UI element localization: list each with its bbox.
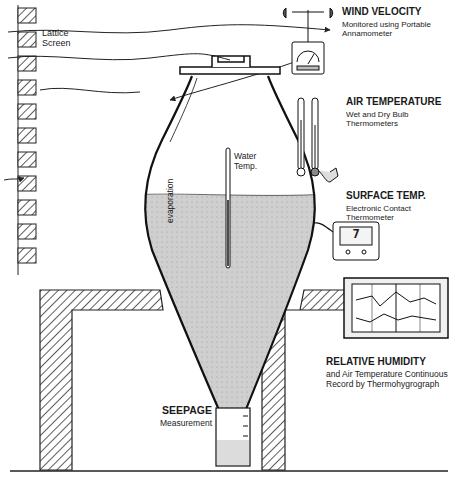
display-digit: 7: [340, 228, 372, 242]
instrument-heading: RELATIVE HUMIDITY: [326, 356, 454, 368]
lattice-block: [18, 128, 36, 143]
instrument-note: Monitored using Portable Annamometer: [342, 20, 454, 38]
lattice-block: [18, 200, 36, 215]
seepage-heading: SEEPAGE: [140, 404, 212, 416]
lattice-block: [18, 104, 36, 119]
wet-dry-thermometers: [297, 98, 338, 182]
seepage-note: Measurement: [140, 419, 212, 429]
lattice-block: [18, 152, 36, 167]
water-temp-label: Water Temp.: [234, 152, 274, 172]
instrument-note: and Air Temperature Continuous Record by…: [326, 370, 454, 390]
lattice-block: [18, 8, 36, 23]
thermohygrograph: [344, 278, 448, 338]
instrument-heading: WIND VELOCITY: [342, 6, 454, 18]
lattice-block: [18, 248, 36, 263]
screen-label: Lattice Screen: [42, 28, 86, 49]
contact-thermometer: [315, 222, 379, 260]
lattice-block: [18, 224, 36, 239]
evaporation-label: evaporation: [166, 164, 176, 238]
lattice-block: [18, 56, 36, 71]
instrument-note: Electronic Contact Thermometer: [346, 204, 454, 222]
instrument-heading: AIR TEMPERATURE: [346, 96, 454, 108]
lattice-block: [18, 32, 36, 47]
anemometer: [283, 8, 332, 74]
instrument-note: Wet and Dry Bulb Thermometers: [346, 110, 446, 128]
lattice-block: [18, 80, 36, 95]
instrument-heading: SURFACE TEMP.: [346, 190, 454, 202]
lattice-screen: [18, 8, 36, 263]
